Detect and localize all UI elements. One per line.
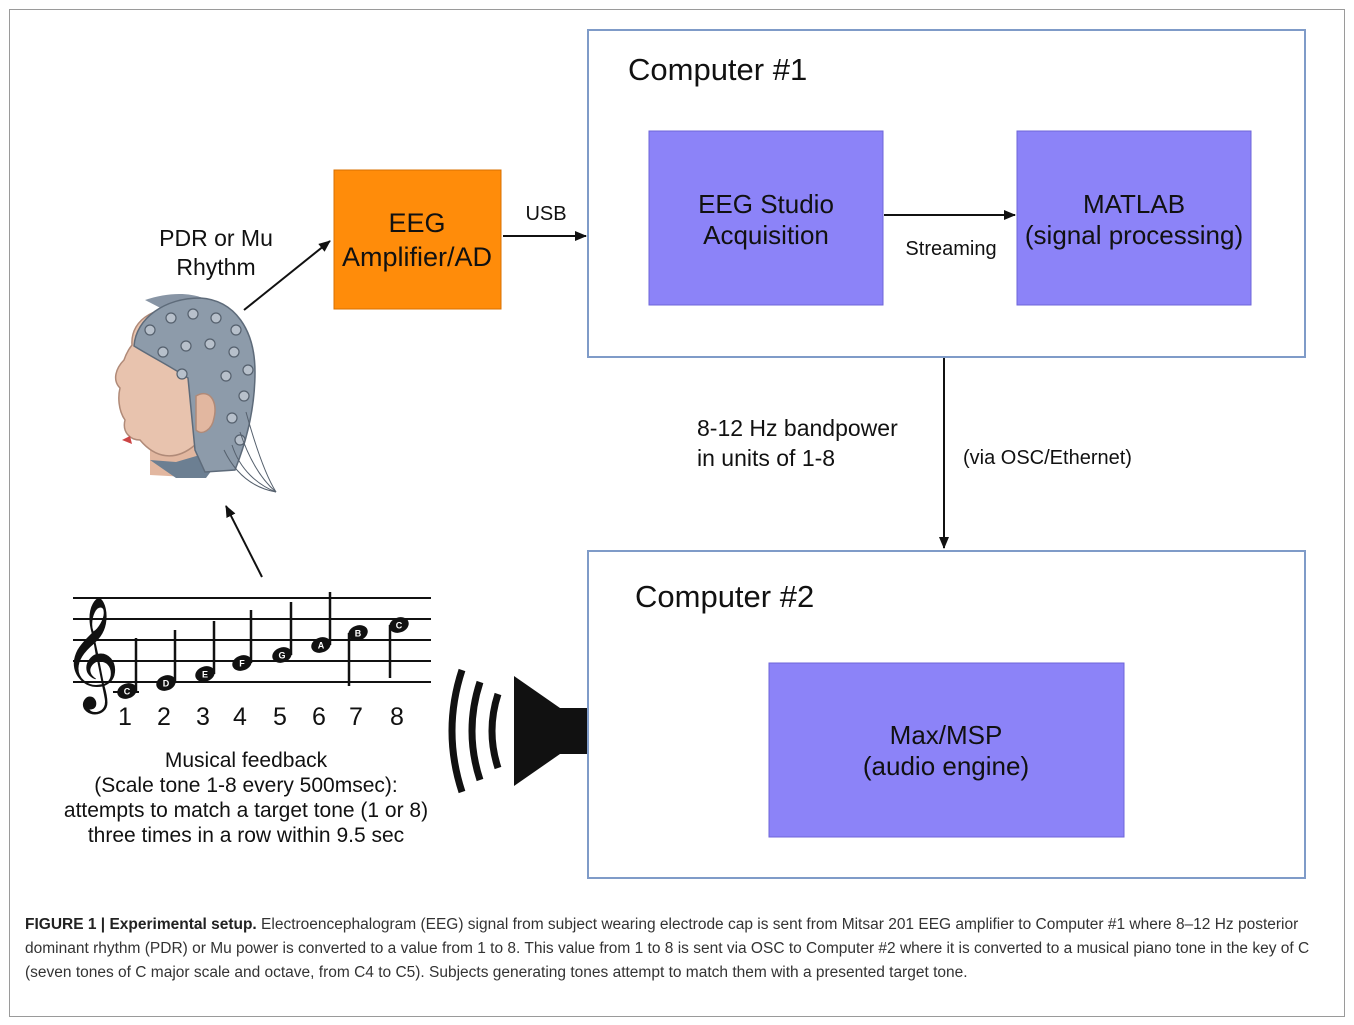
note-letter: A (318, 641, 325, 651)
treble-clef-icon: 𝄞 (62, 596, 120, 715)
eeg-studio-line2: Acquisition (703, 220, 829, 250)
setup-diagram: Computer #1 EEG Studio Acquisition MATLA… (62, 29, 1306, 879)
amplifier-box (333, 169, 502, 310)
feedback-line1: Musical feedback (165, 749, 328, 772)
head-to-amplifier-arrow (243, 240, 331, 311)
bandpower-line1: 8-12 Hz bandpower (697, 415, 898, 441)
note-number: 8 (390, 703, 404, 731)
note-number: 7 (349, 703, 363, 731)
computer1-box (587, 29, 1306, 358)
note-letter: B (355, 629, 362, 639)
musical-staff: 𝄞 C D E F G A B C (62, 592, 431, 715)
maxmsp-line1: Max/MSP (890, 720, 1003, 750)
note-1: C (117, 638, 138, 699)
matlab-line1: MATLAB (1083, 189, 1185, 219)
note-letter: F (239, 659, 245, 669)
note-number: 5 (273, 703, 287, 731)
feedback-line3: attempts to match a target tone (1 or 8) (64, 799, 428, 822)
amplifier-line2: Amplifier/AD (342, 242, 492, 272)
caption-title: Experimental setup. (109, 916, 257, 933)
maxmsp-line2: (audio engine) (863, 751, 1029, 781)
caption-text: Electroencephalogram (EEG) signal from s… (25, 916, 1310, 981)
computer2-box (587, 550, 1306, 879)
note-number: 6 (312, 703, 326, 731)
figure-caption: FIGURE 1 | Experimental setup. Electroen… (25, 913, 1325, 985)
speaker-icon (448, 668, 587, 794)
eeg-studio-line1: EEG Studio (698, 189, 834, 219)
note-letter: D (163, 679, 170, 689)
pdr-line1: PDR or Mu (159, 225, 273, 251)
matlab-line2: (signal processing) (1025, 220, 1243, 250)
pdr-line2: Rhythm (176, 254, 255, 280)
feedback-line4: three times in a row within 9.5 sec (88, 824, 404, 847)
note-8: C (388, 617, 409, 678)
note-6: A (311, 592, 332, 653)
note-letter: C (396, 621, 403, 631)
eeg-studio-box (648, 130, 884, 306)
feedback-line2: (Scale tone 1-8 every 500msec): (94, 774, 397, 797)
maxmsp-box (768, 662, 1125, 838)
via-label: (via OSC/Ethernet) (963, 447, 1132, 469)
note-letter: C (124, 687, 131, 697)
note-letter: E (202, 670, 208, 680)
note-letter: G (278, 651, 285, 661)
matlab-box (1016, 130, 1252, 306)
streaming-label: Streaming (905, 238, 996, 260)
computer1-title: Computer #1 (628, 52, 807, 87)
caption-label: FIGURE 1 | (25, 916, 110, 933)
note-5: G (272, 602, 293, 663)
note-number: 1 (118, 703, 132, 731)
note-number: 2 (157, 703, 171, 731)
note-4: F (232, 610, 253, 671)
figure-frame (9, 9, 1345, 1017)
note-number: 3 (196, 703, 210, 731)
note-7: B (347, 625, 368, 686)
feedback-to-head-arrow (225, 505, 263, 578)
note-2: D (156, 630, 177, 691)
amplifier-line1: EEG (388, 208, 445, 238)
bandpower-line2: in units of 1-8 (697, 445, 835, 471)
note-number: 4 (233, 703, 247, 731)
note-3: E (195, 621, 216, 682)
head-with-eeg-cap-icon (114, 294, 277, 493)
computer2-title: Computer #2 (635, 579, 814, 614)
usb-label: USB (525, 203, 566, 225)
